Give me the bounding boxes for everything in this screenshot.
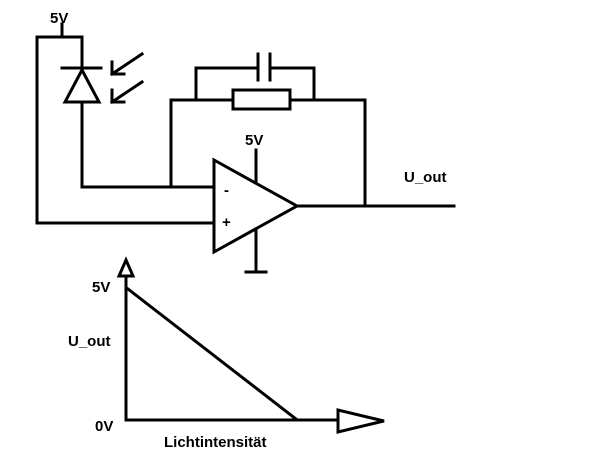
graph-x-axis-label: Lichtintensität bbox=[164, 434, 267, 451]
graph-curve bbox=[125, 286, 299, 422]
ground-icon bbox=[244, 227, 268, 274]
noninverting-input-sign: + bbox=[222, 214, 231, 231]
capacitor-branch-wire bbox=[194, 66, 316, 102]
graph-y-axis-label: U_out bbox=[68, 333, 111, 350]
capacitor-icon bbox=[256, 52, 272, 82]
graph-y-max-label: 5V bbox=[92, 279, 110, 296]
graph-x-axis-arrow bbox=[336, 408, 385, 434]
opamp-supply-label: 5V bbox=[245, 132, 263, 149]
inverting-input-sign: - bbox=[224, 182, 229, 199]
supply-label: 5V bbox=[50, 10, 68, 27]
photodiode-icon bbox=[60, 66, 103, 104]
light-arrows-icon bbox=[109, 51, 145, 105]
graph-y-zero-label: 0V bbox=[95, 418, 113, 435]
graph-y-axis-arrow bbox=[116, 256, 136, 278]
output-graph bbox=[116, 256, 385, 434]
resistor-icon bbox=[231, 88, 292, 111]
diode-to-inverting-wire bbox=[80, 100, 216, 189]
supply-to-diode-wire bbox=[35, 35, 84, 70]
supply-wire bbox=[35, 22, 216, 225]
output-label: U_out bbox=[404, 169, 447, 186]
